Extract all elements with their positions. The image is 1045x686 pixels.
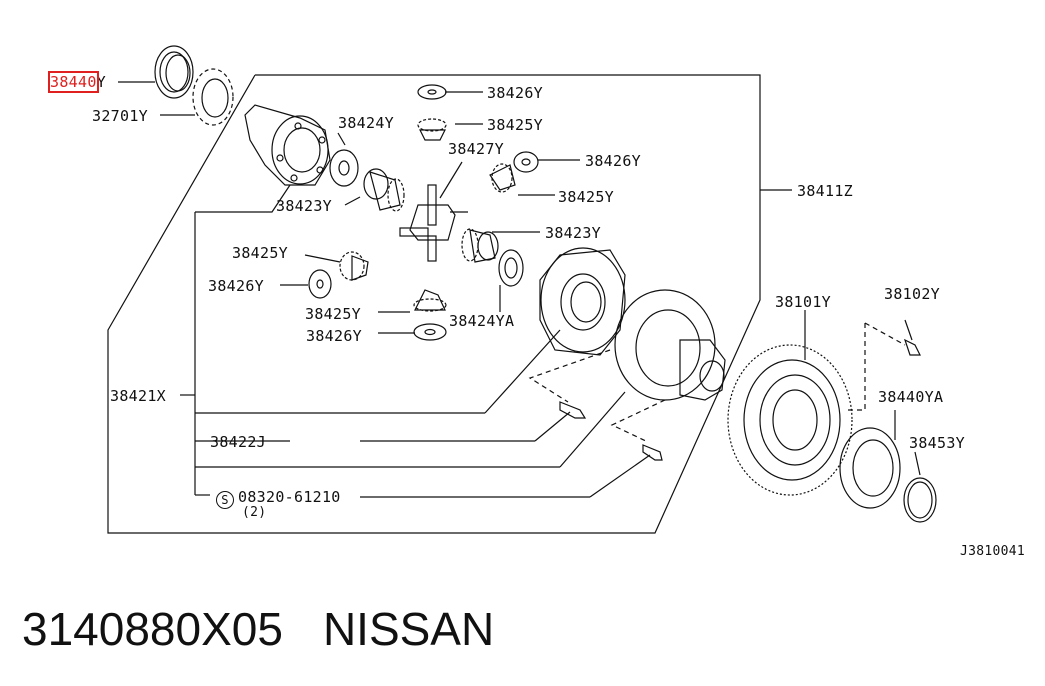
callout-38427y[interactable]: 38427Y [448,140,504,158]
callout-38425y-bottom[interactable]: 38425Y [305,305,361,323]
part-number: 3140880X05 [22,603,283,655]
callout-38440ya[interactable]: 38440YA [878,388,944,406]
callout-38440y[interactable]: 38440Y [48,71,106,93]
callout-08320-61210-number: 08320-61210 [238,488,341,506]
callout-38426y-left[interactable]: 38426Y [208,277,264,295]
callout-38421x[interactable]: 38421X [110,387,166,405]
diagram-code: J3810041 [960,544,1026,559]
brand-name: NISSAN [322,603,495,655]
callout-38425y-left[interactable]: 38425Y [232,244,288,262]
callout-38422j[interactable]: 38422J [210,433,266,451]
callout-38424ya[interactable]: 38424YA [449,312,515,330]
callout-38102y[interactable]: 38102Y [884,285,940,303]
callout-38101y[interactable]: 38101Y [775,293,831,311]
footer-caption: 3140880X05 NISSAN [22,602,534,656]
callout-38425y-right[interactable]: 38425Y [558,188,614,206]
callout-38411z[interactable]: 38411Z [797,182,853,200]
callout-38425y-top[interactable]: 38425Y [487,116,543,134]
callout-38424y[interactable]: 38424Y [338,114,394,132]
callout-38426y-right[interactable]: 38426Y [585,152,641,170]
callout-38423y-left[interactable]: 38423Y [276,197,332,215]
callout-38440y-highlight: 38440 [48,71,99,93]
callout-38440y-suffix: Y [96,73,106,91]
callout-38453y[interactable]: 38453Y [909,434,965,452]
callout-08320-quantity: (2) [242,505,267,520]
callout-32701y[interactable]: 32701Y [92,107,148,125]
callout-38426y-bottom[interactable]: 38426Y [306,327,362,345]
callout-38423y-right[interactable]: 38423Y [545,224,601,242]
callout-38426y-top[interactable]: 38426Y [487,84,543,102]
group-outline [107,74,761,534]
standard-part-symbol: S [216,491,234,509]
